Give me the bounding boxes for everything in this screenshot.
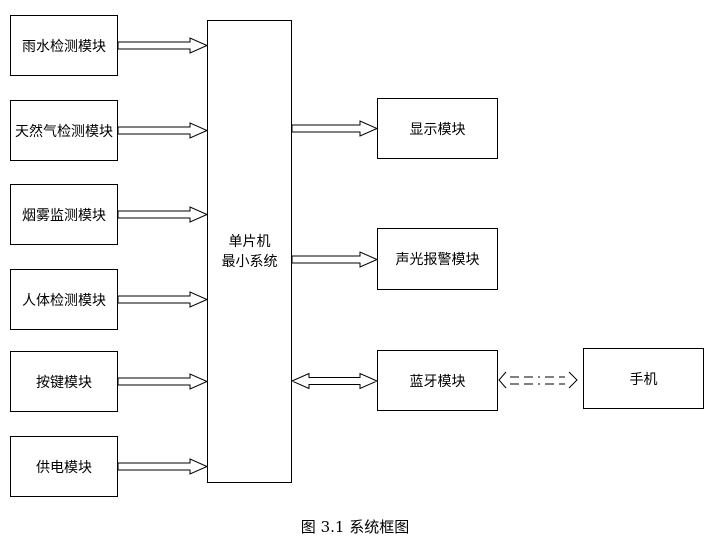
module-bluetooth: 蓝牙模块: [377, 350, 498, 411]
module-smoke-monitoring: 烟雾监测模块: [10, 184, 118, 245]
module-human-detection: 人体检测模块: [10, 269, 118, 330]
module-label: 天然气检测模块: [15, 123, 113, 140]
module-label: 雨水检测模块: [22, 38, 106, 55]
module-label: 显示模块: [409, 121, 466, 138]
module-label: 供电模块: [36, 459, 92, 476]
wireless-right-head: [568, 371, 578, 389]
module-label: 蓝牙模块: [409, 373, 466, 390]
module-label: 按键模块: [36, 374, 92, 391]
module-sound-light-alarm: 声光报警模块: [377, 228, 498, 290]
mcu-label-line1: 单片机: [228, 233, 271, 250]
module-label: 烟雾监测模块: [22, 207, 106, 224]
module-gas-detection: 天然气检测模块: [10, 100, 118, 161]
arrow-keypad-to-mcu: [117, 373, 209, 390]
phone-label: 手机: [629, 371, 658, 388]
module-display: 显示模块: [377, 98, 498, 159]
mcu-label-line2: 最小系统: [221, 253, 278, 270]
figure-caption: 图 3.1 系统框图: [300, 518, 410, 536]
module-rain-detection: 雨水检测模块: [10, 15, 118, 76]
arrow-mcu-bluetooth-bidirectional: [290, 372, 379, 390]
arrow-human-to-mcu: [117, 291, 209, 308]
wireless-link: [498, 371, 578, 389]
arrow-smoke-to-mcu: [117, 206, 209, 223]
wireless-left-head: [498, 371, 507, 389]
module-label: 人体检测模块: [22, 292, 106, 309]
arrow-mcu-to-alarm: [291, 251, 379, 268]
module-label: 声光报警模块: [395, 252, 480, 268]
arrow-mcu-to-display: [291, 120, 379, 137]
arrow-power-to-mcu: [117, 458, 209, 475]
mcu-minimum-system: 单片机 最小系统: [207, 20, 292, 483]
phone-device: 手机: [583, 348, 704, 409]
module-power-supply: 供电模块: [10, 436, 118, 497]
arrow-rain-to-mcu: [117, 37, 209, 54]
arrow-gas-to-mcu: [117, 122, 209, 139]
module-keypad: 按键模块: [10, 351, 118, 412]
